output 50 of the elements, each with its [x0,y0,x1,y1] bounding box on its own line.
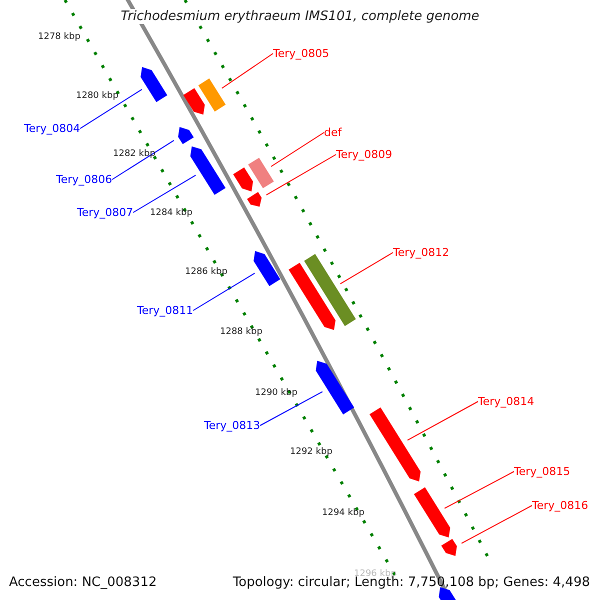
position-label: 1292 kbp [290,447,332,458]
footer-note: Topology: circular; Length: 7,750,108 bp; Genes: 4,498 [232,575,590,590]
gene-label: def [324,126,342,139]
position-label: 1284 kbp [150,208,192,219]
leader-line [444,471,514,509]
position-label: 1280 kbp [76,91,118,102]
gene-label: Tery_0813 [204,419,260,432]
gene-block [304,254,356,326]
leader-line [407,401,478,441]
gene-label: Tery_0812 [393,246,450,259]
leader-line [192,272,256,311]
gene-block [198,78,226,112]
gene-block [183,88,205,115]
leader-line [270,132,324,167]
leader-line [340,252,394,284]
gene-block [370,407,421,482]
position-label: 1288 kbp [220,327,262,338]
gene-label: Tery_0805 [273,47,330,60]
gene-label: Tery_0807 [77,206,134,219]
leader-line [260,391,323,426]
gene-label: Tery_0806 [56,173,112,186]
gene-block [247,192,262,207]
position-label: 1290 kbp [255,388,298,399]
leader-line [80,88,142,129]
gene-block [140,67,168,102]
gene-block [441,538,457,556]
gene-label: Tery_0811 [137,304,194,317]
position-label: 1278 kbp [38,32,80,43]
leader-line [221,53,274,89]
gene-block [233,167,254,192]
gene-label: Tery_0816 [532,499,588,512]
position-label: 1286 kbp [185,267,228,278]
gene-block [190,146,226,195]
gene-label: Tery_0809 [336,148,392,161]
gene-label: Tery_0814 [478,395,534,408]
gene-label: Tery_0804 [24,122,80,135]
leader-line [266,154,336,196]
gene-block [178,126,194,144]
diagram-title: Trichodesmium erythraeum IMS101, complete genome [120,9,480,24]
position-label: 1294 kbp [322,508,364,519]
gene-label: Tery_0815 [514,465,570,478]
gene-block [248,158,274,188]
leader-line [132,174,196,213]
gene-block [288,262,336,330]
footer-note: Accession: NC_008312 [9,575,157,590]
leader-line [112,140,174,180]
leader-line [461,505,532,544]
gene-block [414,487,450,538]
gene-block [254,251,280,286]
gene-block [316,360,354,414]
